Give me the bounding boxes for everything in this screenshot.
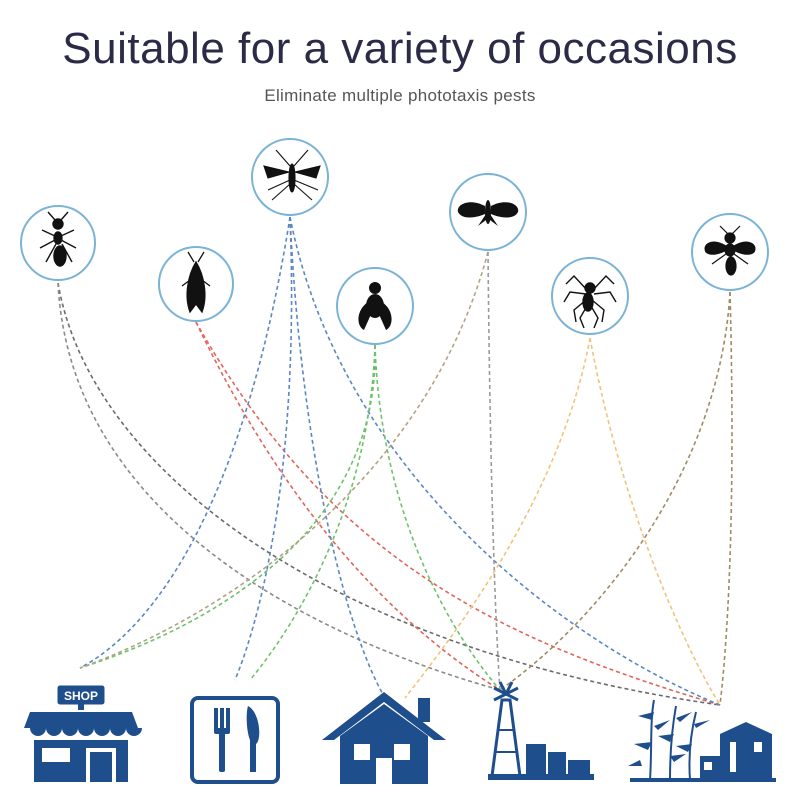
pest-circle-fly	[336, 267, 414, 345]
house-icon	[322, 692, 446, 784]
pest-circle-ant	[20, 205, 96, 281]
connector-spider-garden	[589, 337, 721, 706]
shop-sign-label: SHOP	[64, 689, 98, 703]
connector-wasp-farm	[499, 291, 731, 691]
pest-circle-spider	[551, 257, 629, 335]
connector-spider-house	[404, 337, 591, 699]
connector-fly-farm	[374, 344, 501, 691]
pest-circle-moth	[449, 173, 527, 251]
connector-mosquito-restaurant	[234, 216, 293, 681]
pest-circle-wasp	[691, 213, 769, 291]
connector-fly-restaurant	[249, 344, 376, 681]
ant-icon	[39, 211, 77, 267]
wasp-icon	[704, 225, 756, 276]
connector-winged-farm	[195, 321, 501, 691]
moth-icon	[457, 200, 519, 226]
connection-lines	[57, 216, 733, 706]
connector-mosquito-house	[289, 216, 386, 699]
connector-moth-farm	[487, 251, 501, 691]
connector-mosquito-shop	[79, 216, 291, 669]
restaurant-icon	[190, 696, 280, 784]
farm-icon	[488, 681, 594, 780]
pest-circle-winged-insect	[158, 246, 234, 322]
page-title: Suitable for a variety of occasions	[62, 24, 738, 73]
connector-wasp-garden	[719, 291, 733, 706]
pest-circle-mosquito	[251, 138, 329, 216]
connector-fly-shop	[79, 344, 376, 669]
connector-ant-garden	[57, 282, 721, 706]
spider-icon	[563, 274, 617, 329]
connector-mosquito-garden	[289, 216, 721, 706]
page-subtitle: Eliminate multiple phototaxis pests	[264, 86, 536, 105]
connector-moth-shop	[79, 251, 489, 669]
mosquito-icon	[263, 149, 321, 201]
connector-ant-farm	[57, 282, 501, 691]
garden-icon	[628, 699, 776, 782]
winged-insect-icon	[181, 251, 211, 314]
fly-icon	[358, 282, 392, 330]
shop-icon: SHOP	[24, 685, 142, 782]
